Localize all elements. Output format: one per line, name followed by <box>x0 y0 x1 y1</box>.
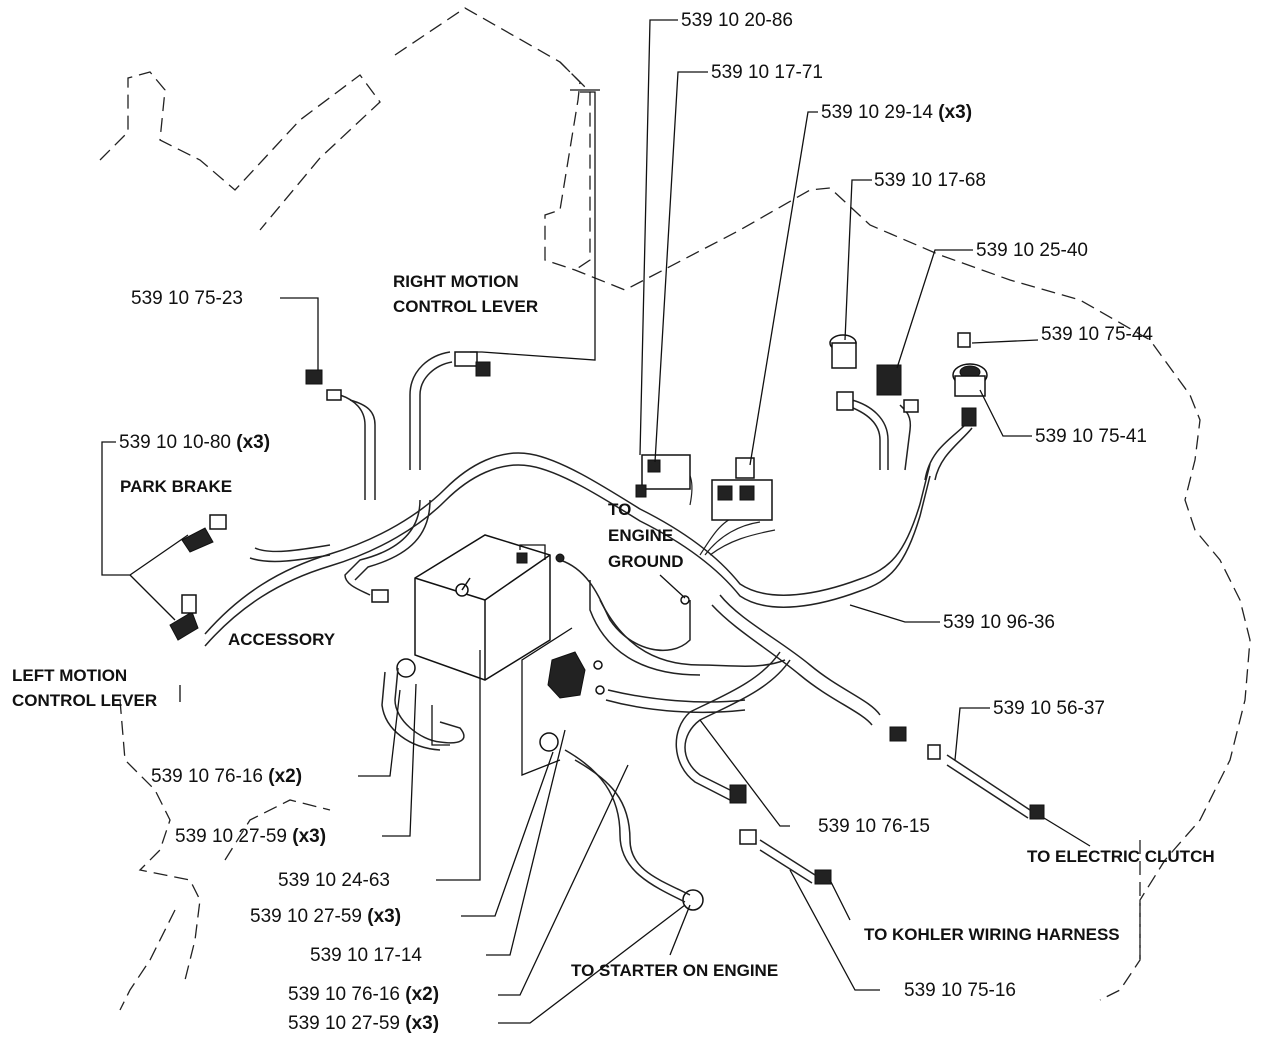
caption-accessory: ACCESSORY <box>228 630 336 649</box>
caption-right-motion-2: CONTROL LEVER <box>393 297 538 316</box>
label-539-10-75-23: 539 10 75-23 <box>131 288 243 309</box>
label-539-10-27-59-c: 539 10 27-59 (x3) <box>288 1013 439 1034</box>
label-539-10-96-36: 539 10 96-36 <box>943 612 1055 633</box>
label-539-10-75-44: 539 10 75-44 <box>1041 324 1153 345</box>
label-539-10-10-80: 539 10 10-80 (x3) <box>119 432 270 453</box>
caption-left-motion-1: LEFT MOTION <box>12 666 127 685</box>
label-539-10-29-14: 539 10 29-14 (x3) <box>821 102 972 123</box>
connectors <box>169 351 1045 911</box>
caption-park-brake: PARK BRAKE <box>120 477 232 496</box>
relay-switch <box>876 364 919 413</box>
caption-right-motion-1: RIGHT MOTION <box>393 272 519 291</box>
caption-engine-ground-1: TO <box>608 500 631 519</box>
label-539-10-76-16-a: 539 10 76-16 (x2) <box>151 766 302 787</box>
caption-starter: TO STARTER ON ENGINE <box>571 961 778 980</box>
caption-kohler-harness: TO KOHLER WIRING HARNESS <box>864 925 1120 944</box>
solenoid <box>547 651 605 699</box>
label-539-10-76-15: 539 10 76-15 <box>818 816 930 837</box>
caption-engine-ground-3: GROUND <box>608 552 684 571</box>
caption-engine-ground-2: ENGINE <box>608 526 673 545</box>
label-539-10-20-86: 539 10 20-86 <box>681 10 793 31</box>
main-harness <box>201 351 973 801</box>
label-539-10-17-71: 539 10 17-71 <box>711 62 823 83</box>
captions: RIGHT MOTION CONTROL LEVER PARK BRAKE TO… <box>12 272 1215 980</box>
label-539-10-27-59-a: 539 10 27-59 (x3) <box>175 826 326 847</box>
leader-lines <box>101 19 1091 1024</box>
caption-electric-clutch: TO ELECTRIC CLUTCH <box>1027 847 1215 866</box>
ignition-switch <box>952 332 988 427</box>
starter-cable <box>381 667 1031 903</box>
fuse-block <box>635 454 773 521</box>
part-labels: 539 10 20-86 539 10 17-71 539 10 29-14 (… <box>119 10 1153 1034</box>
label-539-10-56-37: 539 10 56-37 <box>993 698 1105 719</box>
label-539-10-27-59-b: 539 10 27-59 (x3) <box>250 906 401 927</box>
label-539-10-75-16: 539 10 75-16 <box>904 980 1016 1001</box>
pto-switch <box>829 334 857 411</box>
caption-left-motion-2: CONTROL LEVER <box>12 691 157 710</box>
label-539-10-75-41: 539 10 75-41 <box>1035 426 1147 447</box>
label-539-10-17-14: 539 10 17-14 <box>310 945 422 966</box>
label-539-10-17-68: 539 10 17-68 <box>874 170 986 191</box>
label-539-10-24-63: 539 10 24-63 <box>278 870 390 891</box>
battery <box>414 534 551 681</box>
label-539-10-25-40: 539 10 25-40 <box>976 240 1088 261</box>
label-539-10-76-16-b: 539 10 76-16 (x2) <box>288 984 439 1005</box>
frame-outline <box>99 7 1251 1011</box>
